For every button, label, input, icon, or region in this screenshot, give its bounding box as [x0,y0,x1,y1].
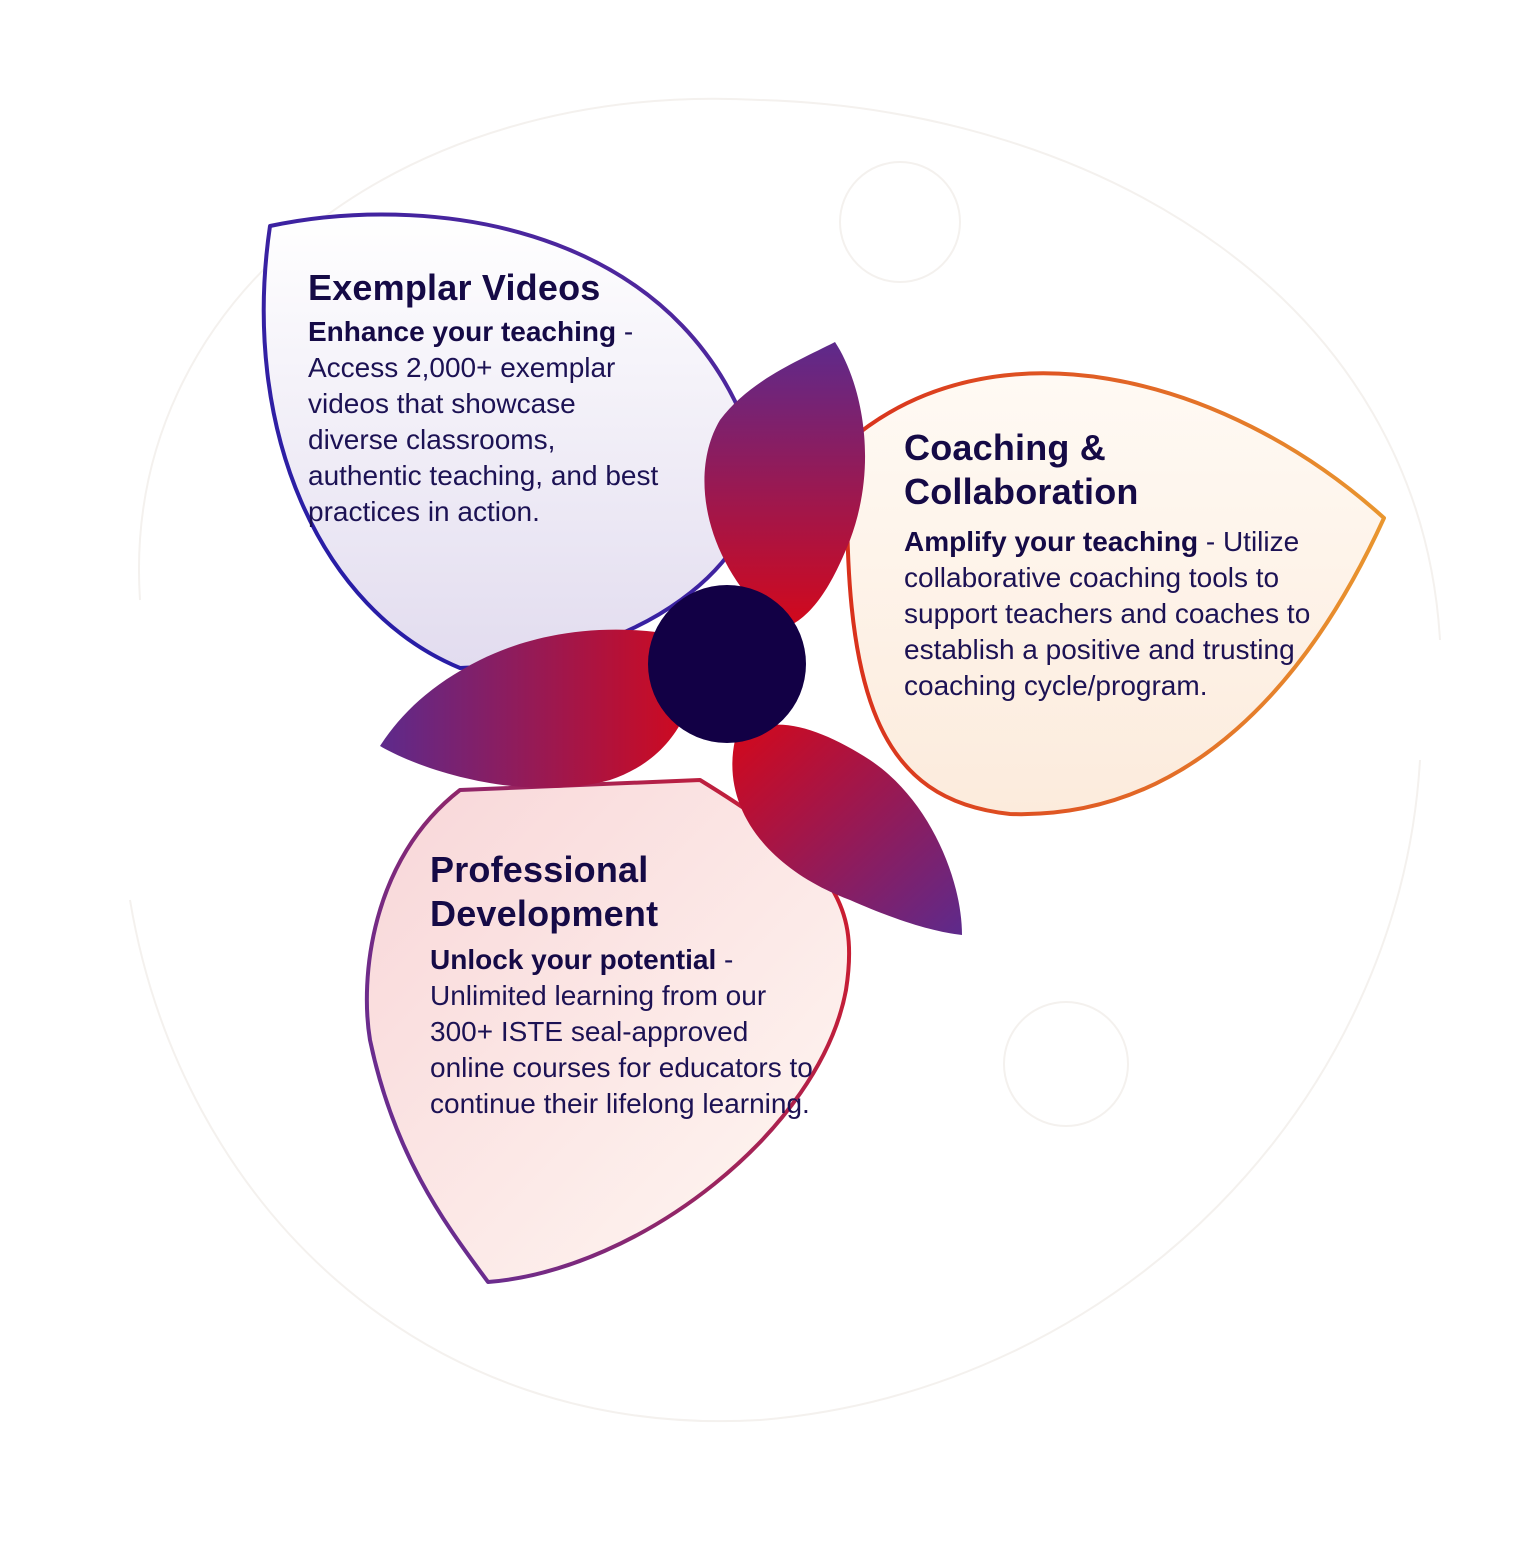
professional-development-petal [364,778,852,1284]
exemplar-videos-lead: Enhance your teaching [308,316,617,347]
exemplar-videos-text: Exemplar Videos Enhance your teaching - … [308,266,668,530]
coaching-collaboration-separator: - [1198,526,1223,557]
coaching-collaboration-description: Amplify your teaching - Utilize collabor… [904,524,1324,704]
exemplar-videos-title: Exemplar Videos [308,267,601,308]
inner-petal-top [704,342,866,630]
coaching-collaboration-text: Coaching & Collaboration Amplify your te… [904,426,1324,704]
professional-development-lead: Unlock your potential [430,944,717,975]
flower-center [648,585,806,743]
background-swirl-decoration [129,97,1441,1423]
professional-development-title: Professional Development [430,849,659,934]
professional-development-separator: - [716,944,734,975]
exemplar-videos-body: Access 2,000+ exemplar videos that showc… [308,352,659,527]
exemplar-videos-description: Enhance your teaching - Access 2,000+ ex… [308,314,668,530]
coaching-collaboration-title: Coaching & Collaboration [904,427,1139,512]
professional-development-description: Unlock your potential - Unlimited learni… [430,942,830,1122]
inner-petal-left [380,629,700,788]
exemplar-videos-separator: - [616,316,634,347]
inner-petal-right [732,724,962,935]
professional-development-body: Unlimited learning from our 300+ ISTE se… [430,980,813,1119]
coaching-collaboration-petal [845,371,1386,817]
professional-development-text: Professional Development Unlock your pot… [430,848,830,1122]
coaching-collaboration-lead: Amplify your teaching [904,526,1199,557]
coaching-collaboration-body: Utilize collaborative coaching tools to … [904,526,1311,701]
exemplar-videos-petal [261,212,762,670]
